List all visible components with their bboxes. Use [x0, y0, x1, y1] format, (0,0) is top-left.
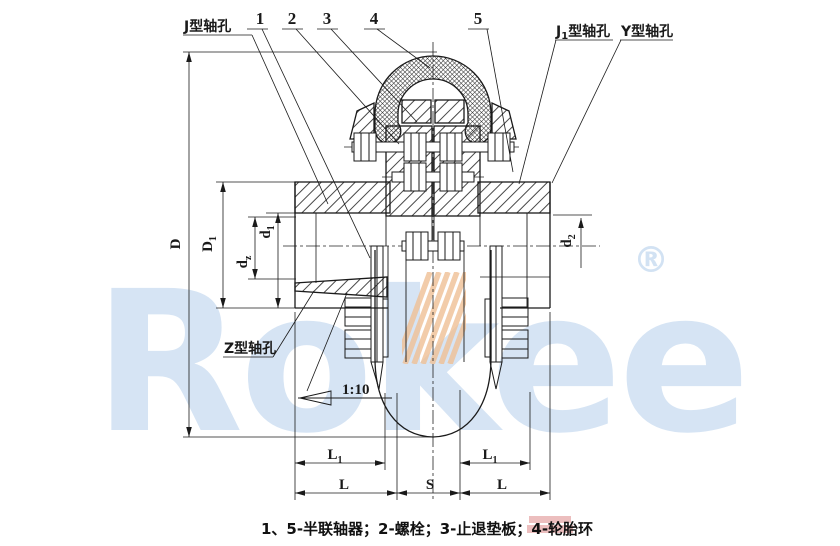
- taper-callout: 1:10: [298, 382, 392, 406]
- j1-bore-label: J1型轴孔: [555, 23, 610, 42]
- dim-D1-label: D1: [200, 236, 219, 252]
- bolt-row-center: [401, 231, 465, 261]
- callout-2: 2: [288, 9, 297, 28]
- callout-4: 4: [370, 9, 379, 28]
- callout-1: 1: [256, 9, 265, 28]
- taper-ratio-label: 1:10: [342, 382, 370, 398]
- dim-d1-label: d1: [258, 225, 277, 238]
- watermark-layer: Rokee ®: [93, 240, 751, 533]
- callout-3: 3: [323, 9, 332, 28]
- coupling-body: [294, 55, 551, 438]
- dim-L1-right-label: L1: [482, 447, 497, 466]
- right-retaining-plate: [434, 99, 465, 124]
- dim-D-label: D: [168, 238, 184, 249]
- rokee-watermark: Rokee: [93, 249, 746, 476]
- bolt-row-b: [391, 162, 475, 192]
- y-bore-label: Y型轴孔: [620, 23, 673, 40]
- right-flange-external: [484, 245, 529, 390]
- left-hub-top-section: [294, 181, 391, 214]
- dim-L1-left-label: L1: [327, 447, 342, 466]
- dim-d2-label: d2: [559, 234, 578, 247]
- left-retaining-plate: [401, 99, 432, 124]
- dimension-lines: [183, 51, 592, 500]
- registered-trademark-icon: ®: [633, 240, 669, 281]
- dim-dz-label: dz: [235, 255, 254, 268]
- left-flange-external: [344, 245, 389, 390]
- red-stamp: [527, 516, 573, 533]
- j-bore-label: J型轴孔: [183, 18, 231, 35]
- z-bore-label: Z型轴孔: [224, 340, 276, 357]
- orange-watermark: [402, 272, 466, 364]
- callout-labels: J型轴孔 1 2 3 4 5 J1型轴孔 Y型轴孔 Z型轴孔: [183, 9, 673, 357]
- dimension-labels: D D1 dz d1 d2 L1 L1 L S L: [168, 225, 578, 493]
- callout-5: 5: [474, 9, 483, 28]
- dim-L-right-label: L: [497, 477, 507, 493]
- parts-caption: 1、5-半联轴器；2-螺栓；3-止退垫板；4-轮胎环: [261, 520, 593, 538]
- taper-triangle-icon: [299, 390, 332, 406]
- right-hub-top-section: [477, 181, 551, 214]
- taper-bore-section: [294, 276, 388, 298]
- dim-S-label: S: [426, 477, 434, 493]
- bolt-row-a: [351, 132, 515, 162]
- leader-lines: [183, 28, 673, 392]
- dim-L-left-label: L: [339, 477, 349, 493]
